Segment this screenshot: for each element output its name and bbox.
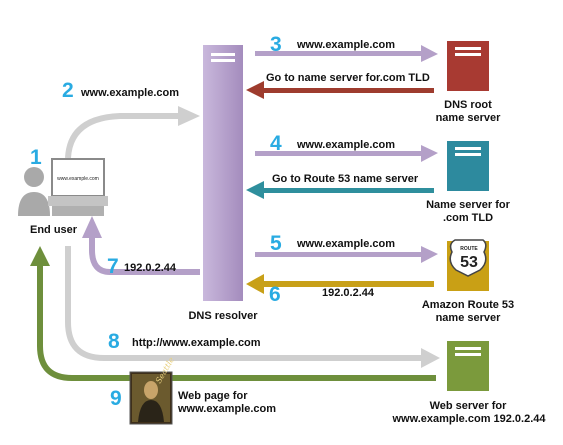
end-user-label: End user xyxy=(30,224,78,236)
step-9-number: 9 xyxy=(110,387,122,410)
web-page-label-line2: www.example.com xyxy=(178,403,277,415)
step-7-number: 7 xyxy=(107,255,119,278)
step-3-reply: Go to name server for.com TLD xyxy=(266,72,430,84)
step-5-number: 5 xyxy=(270,232,282,255)
step-4-number: 4 xyxy=(270,132,282,155)
web-server-label-line2: www.example.com 192.0.2.44 xyxy=(392,413,546,425)
root-server-label-line2: name server xyxy=(435,112,501,124)
web-server-label-line1: Web server for xyxy=(429,400,507,412)
tld-server-icon xyxy=(447,141,489,191)
user-screen-text: www.example.com xyxy=(57,176,99,182)
web-server-icon xyxy=(447,341,489,391)
arrow-step3-reply xyxy=(246,81,434,99)
arrow-step9 xyxy=(30,246,436,381)
tld-server-label-line1: Name server for xyxy=(426,199,510,211)
arrow-step6-reply xyxy=(246,274,434,294)
arrow-step7 xyxy=(82,216,200,275)
route53-label-line1: Amazon Route 53 xyxy=(421,299,515,311)
root-server-label-line1: DNS root xyxy=(444,99,492,111)
end-user-icon xyxy=(18,158,108,216)
route53-shield-label: ROUTE xyxy=(460,246,478,252)
web-page-thumbnail: Seattle xyxy=(129,355,176,425)
step-4-text: www.example.com xyxy=(297,139,396,151)
dns-resolver-label: DNS resolver xyxy=(188,310,258,322)
step-2-number: 2 xyxy=(62,79,74,102)
route53-label-line2: name server xyxy=(435,312,501,324)
step-8-text: http://www.example.com xyxy=(132,337,261,349)
route53-shield-number: 53 xyxy=(460,254,478,271)
step-8-number: 8 xyxy=(108,330,120,353)
step-6-number: 6 xyxy=(269,283,281,306)
step-7-text: 192.0.2.44 xyxy=(124,262,176,274)
step-3-number: 3 xyxy=(270,33,282,56)
arrow-step8 xyxy=(65,246,440,368)
arrow-step4-request xyxy=(255,145,438,162)
arrow-step4-reply xyxy=(246,181,434,199)
step-6-text: 192.0.2.44 xyxy=(322,287,374,299)
tld-server-label-line2: .com TLD xyxy=(442,212,494,224)
web-page-label-line1: Web page for xyxy=(178,390,248,402)
step-2-text: www.example.com xyxy=(81,87,180,99)
step-3-text: www.example.com xyxy=(297,39,396,51)
route53-server-icon xyxy=(447,239,489,291)
step-4-reply: Go to Route 53 name server xyxy=(272,173,419,185)
arrow-step3-request xyxy=(255,45,438,62)
dns-resolver-box xyxy=(203,45,243,301)
step-1-number: 1 xyxy=(30,146,42,169)
arrow-step2 xyxy=(65,106,200,159)
arrow-step5-request xyxy=(255,246,438,263)
step-5-text: www.example.com xyxy=(297,238,396,250)
dns-root-server-icon xyxy=(447,41,489,91)
